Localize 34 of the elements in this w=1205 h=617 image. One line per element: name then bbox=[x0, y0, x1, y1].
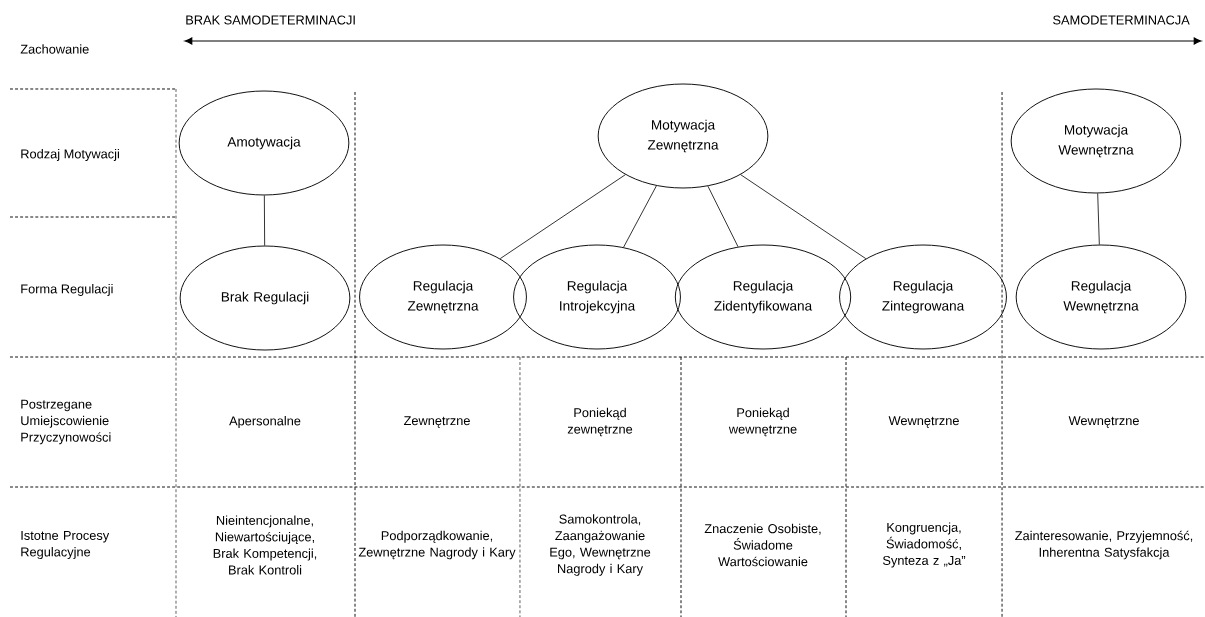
ellipse-node: Regulacja Zintegrowana bbox=[839, 244, 1007, 350]
table-cell: Poniekąd zewnętrzne bbox=[567, 407, 633, 437]
row-label: Zachowanie bbox=[20, 44, 89, 54]
table-cell: Wewnętrzne bbox=[888, 416, 959, 428]
table-cell: Zainteresowanie, Przyjemność, Inherentna Satysfakcja bbox=[1015, 530, 1193, 560]
ellipse-node: Regulacja Introjekcyjna bbox=[513, 244, 681, 350]
ellipse-node: Motywacja Zewnętrzna bbox=[597, 83, 769, 189]
row-label: Istotne Procesy Regulacyjne bbox=[21, 531, 110, 559]
connector-line bbox=[707, 185, 739, 248]
ellipse-node: Regulacja Wewnętrzna bbox=[1015, 244, 1187, 350]
row-label: Forma Regulacji bbox=[21, 284, 113, 296]
connector-line bbox=[623, 185, 657, 248]
row-label: Rodzaj Motywacji bbox=[21, 149, 119, 161]
table-cell: Zewnętrzne bbox=[403, 416, 470, 428]
ellipse-node: Motywacja Wewnętrzna bbox=[1010, 88, 1182, 194]
row-label: Postrzegane Umiejscowienie Przyczynowości bbox=[21, 399, 111, 445]
table-cell: Podporządkowanie, Zewnętrzne Nagrody i Kary bbox=[358, 530, 516, 560]
table-cell: Apersonalne bbox=[229, 416, 301, 428]
table-cell: Nieintencjonalne, Niewartościujące, Brak Kompetencji, Brak Kontroli bbox=[213, 515, 317, 575]
scale-label: SAMODETERMINACJA bbox=[1053, 15, 1190, 25]
table-cell: Kongruencja, Świadomość, Synteza z „Ja” bbox=[883, 522, 966, 568]
connector-line bbox=[499, 174, 626, 259]
ellipse-node: Regulacja Zewnętrzna bbox=[359, 244, 527, 350]
table-cell: Poniekąd wewnętrzne bbox=[728, 407, 797, 437]
connector-line bbox=[263, 195, 266, 246]
table-cell: Samokontrola, Zaangażowanie Ego, Wewnętrzne Nagrody i Kary bbox=[550, 514, 651, 576]
table-cell: Znaczenie Osobiste, Świadome Wartościowanie bbox=[704, 523, 821, 567]
connector-line bbox=[740, 174, 867, 259]
connector-line bbox=[1097, 193, 1100, 245]
table-cell: Wewnętrzne bbox=[1068, 416, 1139, 428]
ellipse-node: Regulacja Zidentyfikowana bbox=[674, 244, 852, 350]
ellipse-node: Amotywacja bbox=[178, 90, 350, 196]
ellipse-node: Brak Regulacji bbox=[179, 245, 351, 351]
scale-label: BRAK SAMODETERMINACJI bbox=[186, 15, 355, 25]
